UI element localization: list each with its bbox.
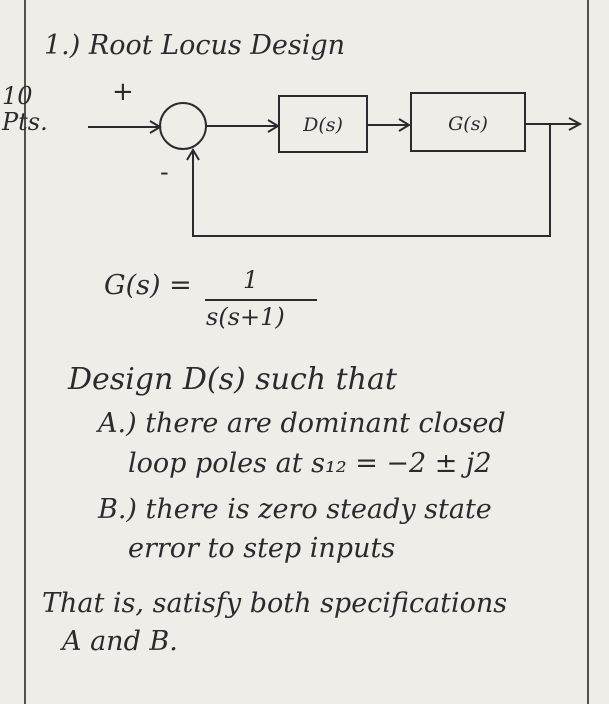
feedback-path [192, 124, 551, 237]
transfer-function-numerator: 1 [243, 266, 259, 294]
controller-label: D(s) [302, 114, 343, 136]
spec-a-line2: loop poles at s₁₂ = −2 ± j2 [128, 448, 492, 479]
left-margin-line [24, 0, 26, 704]
plant-block [410, 92, 526, 152]
output-arrowhead [568, 117, 583, 131]
spec-a-line1: A.) there are dominant closed [98, 408, 506, 439]
points-value: 10 [2, 82, 33, 110]
spec-b-line2: error to step inputs [128, 533, 396, 564]
transfer-function-denominator: s(s+1) [206, 303, 285, 331]
spec-b-line1: B.) there is zero steady state [98, 494, 492, 525]
summing-junction [159, 102, 207, 150]
task-intro: Design D(s) such that [68, 362, 397, 397]
fraction-bar [205, 299, 317, 301]
right-margin-line [587, 0, 589, 704]
block-diagram: D(s) G(s) + - [88, 77, 583, 237]
controller-to-plant-arrowhead [398, 118, 411, 132]
summary-line1: That is, satisfy both specifications [42, 588, 508, 619]
plant-label: G(s) [448, 113, 488, 135]
points-unit: Pts. [2, 108, 48, 136]
summary-line2: A and B. [62, 626, 178, 657]
problem-heading: 1.) Root Locus Design [44, 30, 346, 61]
feedback-arrowhead [186, 148, 200, 161]
transfer-function-lhs: G(s) = [104, 270, 192, 301]
plus-sign: + [112, 77, 134, 107]
minus-sign: - [160, 158, 169, 186]
